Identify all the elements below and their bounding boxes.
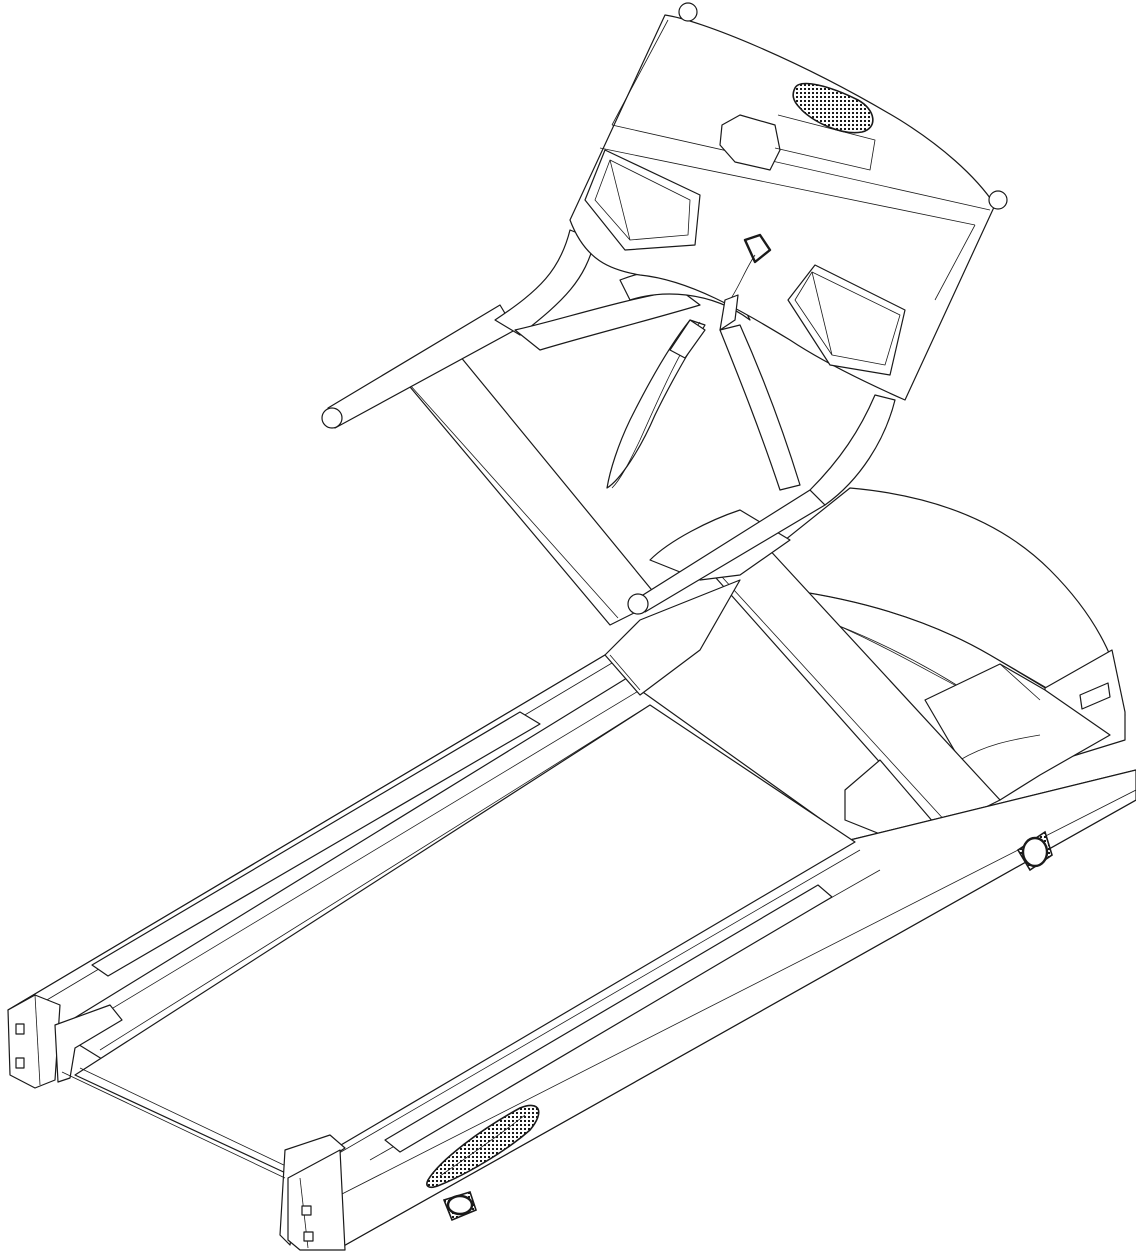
side-logo-decal <box>426 1104 540 1188</box>
left-accessory-tray <box>584 149 701 251</box>
power-switch[interactable] <box>1079 682 1111 710</box>
right-handrail <box>619 268 896 615</box>
left-upright-post <box>399 349 661 626</box>
right-foot-rail-pad <box>384 884 833 1153</box>
safety-key-cord <box>606 254 756 489</box>
left-foot-rail-pad <box>91 711 541 977</box>
safety-key[interactable] <box>743 233 772 264</box>
running-belt <box>74 704 856 1176</box>
right-accessory-tray <box>787 264 906 376</box>
rear-end-caps <box>7 994 346 1251</box>
console <box>569 2 1008 401</box>
front-transport-wheel <box>1016 830 1053 872</box>
leveling-foot <box>442 1191 477 1222</box>
brand-logo-badge <box>792 82 874 134</box>
console-display-window <box>719 114 781 171</box>
rear-roller <box>61 1071 286 1179</box>
left-handrail <box>321 229 701 429</box>
motor-hood <box>759 487 1126 801</box>
